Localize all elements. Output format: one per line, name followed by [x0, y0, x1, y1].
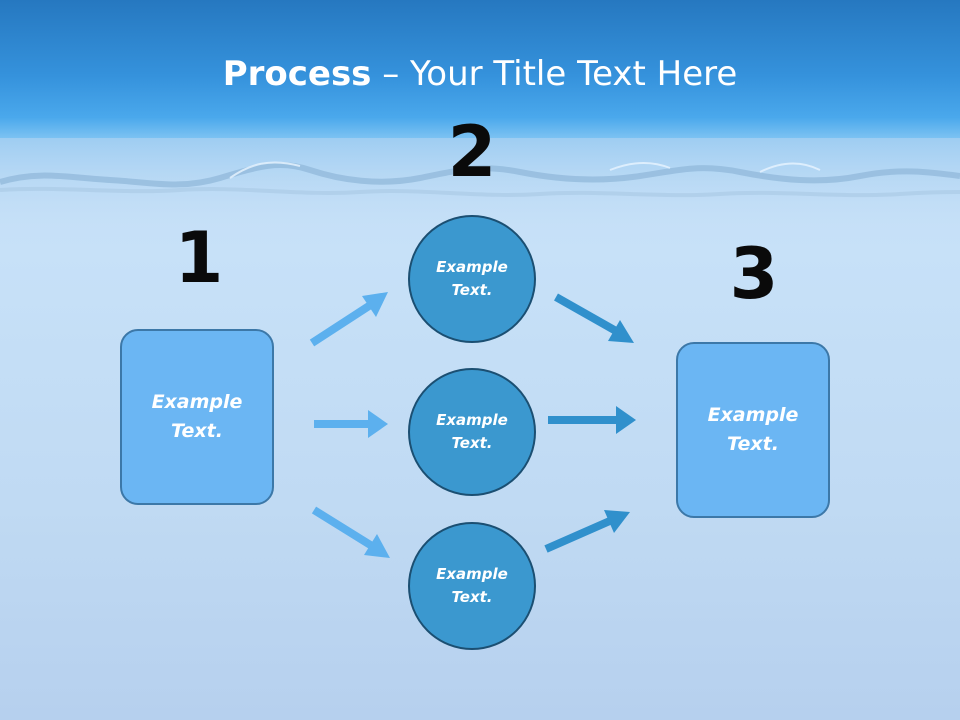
arrow-left-up: [309, 292, 388, 347]
step-number-2: 2: [447, 111, 497, 193]
arrow-right-straight: [548, 406, 636, 434]
sky-background: [0, 0, 960, 138]
arrow-left-straight: [314, 410, 388, 438]
step-number-3: 3: [729, 233, 779, 315]
title-bold: Process: [222, 54, 372, 94]
arrow-right-up: [544, 510, 630, 553]
title-rest: – Your Title Text Here: [371, 54, 738, 94]
water-surface: [0, 138, 960, 230]
slide-title: Process – Your Title Text Here: [0, 52, 960, 96]
arrow-right-down: [554, 293, 634, 343]
arrow-left-down: [311, 506, 390, 558]
step-number-1: 1: [174, 217, 224, 299]
